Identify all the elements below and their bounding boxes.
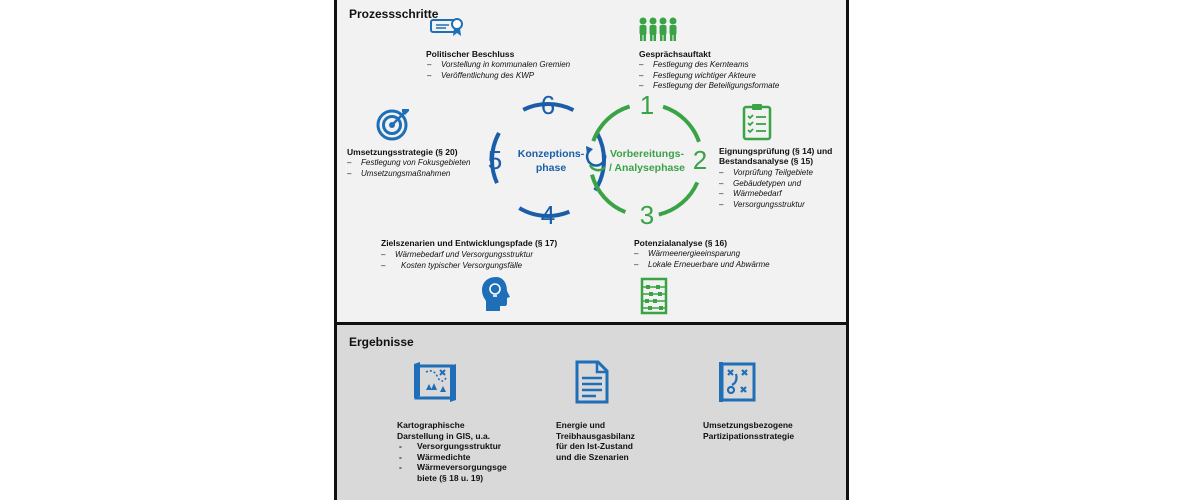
step-auftakt-title: Gesprächsauftakt <box>639 49 711 59</box>
result-bilanz-title: Energie und Treibhausgasbilanz für den I… <box>556 420 635 462</box>
list-item: Umsetzungsmaßnahmen <box>347 169 470 180</box>
section-divider <box>337 322 846 325</box>
step-umsetzung-bullets: Festlegung von Fokusgebieten Umsetzungsm… <box>347 158 470 179</box>
cycle-number-4: 4 <box>541 200 555 230</box>
head-idea-icon <box>482 277 510 311</box>
result-strategie-title-line: Partizipationsstrategie <box>703 430 795 441</box>
target-icon <box>376 109 409 141</box>
step-eignung-title-line: Bestandsanalyse (§ 15) <box>719 156 814 166</box>
step-potenzial-bullets: Wärmeenergieeinsparung Lokale Erneuerbar… <box>634 249 770 270</box>
result-strategie-title: Umsetzungsbezogene Partizipationsstrateg… <box>703 420 794 441</box>
cycle-number-2: 2 <box>693 145 707 175</box>
clipboard-checklist-icon <box>742 104 772 141</box>
list-item: Versorgungsstruktur <box>719 200 813 211</box>
list-item: Versorgungsstruktur <box>397 441 515 452</box>
conception-phase-label-2: phase <box>536 162 567 174</box>
result-bilanz-title-line: Treibhausgasbilanz <box>556 430 635 441</box>
strategy-board-icon <box>719 362 756 402</box>
list-item: Gebäudetypen und <box>719 179 813 190</box>
result-strategie-title-line: Umsetzungsbezogene <box>703 420 793 430</box>
cycle-number-1: 1 <box>640 90 654 120</box>
list-item: Kosten typischer Versorgungsfälle <box>381 261 533 272</box>
list-item: Festlegung des Kernteams <box>639 60 779 71</box>
process-cycle-diagram: 6 5 4 1 2 3 Konzeptions- phase Vorbereit… <box>488 90 707 230</box>
list-item: Vorstellung in kommunalen Gremien <box>427 60 570 71</box>
list-item: Wärmebedarf <box>719 189 813 200</box>
result-bilanz-title-line: Energie und <box>556 420 606 430</box>
list-item: Wärmedichte <box>397 452 515 463</box>
map-icon <box>414 362 456 402</box>
list-item: Wärmeenergieeinsparung <box>634 249 770 260</box>
result-map-title-line: Darstellung in GIS, u.a. <box>397 430 491 441</box>
result-bilanz-title-line: für den Ist-Zustand <box>556 441 633 451</box>
list-item: Wärmeversorgungsge biete (§ 18 u. 19) <box>397 462 515 483</box>
result-map-title-line: Kartographische <box>397 420 465 430</box>
cycle-number-5: 5 <box>488 145 502 175</box>
abacus-icon <box>640 277 668 315</box>
step-ziel-bullets: Wärmebedarf und Versorgungsstruktur Kost… <box>381 250 533 271</box>
list-item: Vorprüfung Teilgebiete <box>719 168 813 179</box>
list-item: Wärmebedarf und Versorgungsstruktur <box>381 250 533 261</box>
step-eignung-title-line: Eignungsprüfung (§ 14) und <box>719 146 833 156</box>
list-item-text: Kosten typischer Versorgungsfälle <box>401 260 523 270</box>
cycle-number-6: 6 <box>541 90 555 120</box>
conception-phase-label-1: Konzeptions- <box>518 148 585 160</box>
diploma-icon <box>430 18 463 36</box>
results-section-title: Ergebnisse <box>349 335 414 349</box>
step-eignung-bullets: Vorprüfung Teilgebiete Gebäudetypen und … <box>719 168 813 210</box>
step-ziel-title: Zielszenarien und Entwicklungspfade (§ 1… <box>381 238 558 248</box>
list-item: Festlegung wichtiger Akteure <box>639 71 779 82</box>
step-auftakt-bullets: Festlegung des Kernteams Festlegung wich… <box>639 60 779 92</box>
cycle-number-3: 3 <box>640 200 654 230</box>
result-map-title: Kartographische Darstellung in GIS, u.a. <box>397 420 490 441</box>
list-item-continuation: Wärmebedarf <box>733 189 782 198</box>
infographic-frame: Prozessschritte Ergebnisse 6 5 4 1 2 3 K… <box>334 0 849 500</box>
document-icon <box>575 360 609 404</box>
rotate-arrow-icon <box>585 150 607 167</box>
process-section-title: Prozessschritte <box>349 7 439 21</box>
step-eignung-title: Eignungsprüfung (§ 14) und Bestandsanaly… <box>719 146 832 166</box>
step-umsetzung-title: Umsetzungsstrategie (§ 20) <box>347 147 458 157</box>
result-bilanz-title-line: und die Szenarien <box>556 451 629 462</box>
preparation-phase-label-2: / Analysephase <box>609 162 685 174</box>
step-beschluss-bullets: Vorstellung in kommunalen Gremien Veröff… <box>427 60 570 81</box>
list-item: Festlegung der Beteiligungsformate <box>639 81 779 92</box>
list-item: Festlegung von Fokusgebieten <box>347 158 470 169</box>
result-map-bullets: Versorgungsstruktur Wärmedichte Wärmever… <box>397 441 515 483</box>
step-beschluss-title: Politischer Beschluss <box>426 49 515 59</box>
preparation-phase-label-1: Vorbereitungs- <box>610 148 684 160</box>
list-item: Lokale Erneuerbare und Abwärme <box>634 260 770 271</box>
team-icon <box>639 17 677 41</box>
list-item: Veröffentlichung des KWP <box>427 71 570 82</box>
step-potenzial-title: Potenzialanalyse (§ 16) <box>634 238 728 248</box>
